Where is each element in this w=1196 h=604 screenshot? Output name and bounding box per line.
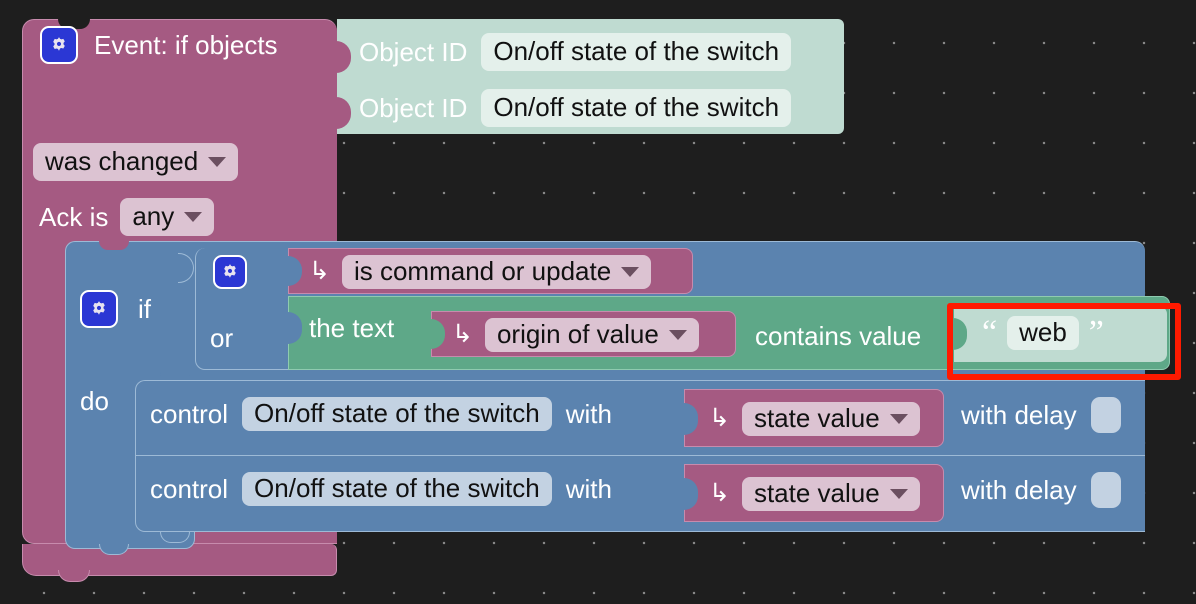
text-literal-field[interactable]: web <box>1007 316 1079 350</box>
object-id-label: Object ID <box>359 36 468 67</box>
with-delay-label: with delay <box>961 475 1077 505</box>
origin-of-value-text: origin of value <box>496 319 659 349</box>
trigger-mode-value: was changed <box>45 146 199 176</box>
with-label: with <box>565 398 612 429</box>
event-block-header[interactable]: Event: if objects <box>40 26 278 64</box>
chevron-down-icon <box>184 211 203 222</box>
chevron-down-icon <box>889 413 908 424</box>
state-value-dropdown[interactable]: state value <box>741 402 920 436</box>
or-label: or <box>210 323 234 353</box>
ack-value: any <box>132 201 175 231</box>
return-arrow-icon: ↳ <box>709 479 730 508</box>
chevron-down-icon <box>668 329 687 340</box>
control-label: control <box>150 473 229 504</box>
quote-open-icon: “ <box>982 313 998 351</box>
action-stack-socket-notch <box>160 372 190 381</box>
object-id-row[interactable]: Object ID On/off state of the switch <box>359 89 792 127</box>
if-label: if <box>138 294 151 324</box>
delay-checkbox[interactable] <box>1090 472 1121 508</box>
event-block-title: Event: if objects <box>94 30 278 60</box>
return-arrow-icon: ↳ <box>309 257 330 286</box>
object-id-field[interactable]: On/off state of the switch <box>481 89 792 127</box>
the-text-label: the text <box>309 313 395 343</box>
action-row[interactable]: control On/off state of the switch with … <box>135 456 1145 532</box>
event-block-bottom-notch <box>58 570 90 582</box>
gear-icon[interactable] <box>40 26 78 64</box>
state-value-text: state value <box>753 403 880 433</box>
ack-dropdown[interactable]: any <box>120 198 215 236</box>
delay-checkbox[interactable] <box>1090 397 1121 433</box>
control-label: control <box>150 398 229 429</box>
state-value-text: state value <box>753 478 880 508</box>
action-row[interactable]: control On/off state of the switch with … <box>135 380 1145 456</box>
contains-value-label: contains value <box>755 321 922 351</box>
return-arrow-icon: ↳ <box>709 404 730 433</box>
gear-icon[interactable] <box>80 290 118 328</box>
if-header[interactable]: if <box>80 290 151 328</box>
ack-row[interactable]: Ack is any <box>39 198 215 236</box>
ack-label: Ack is <box>39 201 109 232</box>
object-id-label: Object ID <box>359 92 468 123</box>
with-delay-label: with delay <box>961 400 1077 430</box>
control-object-field[interactable]: On/off state of the switch <box>242 472 552 506</box>
quote-close-icon: ” <box>1088 313 1104 351</box>
text-literal-block[interactable]: “ web ” <box>953 306 1167 362</box>
gear-icon[interactable] <box>213 255 247 289</box>
event-block-top-notch <box>58 19 90 29</box>
origin-of-value-block[interactable]: ↳ origin of value <box>431 311 736 357</box>
object-id-row[interactable]: Object ID On/off state of the switch <box>359 33 792 71</box>
condition-text-contains[interactable]: the text ↳ origin of value contains valu… <box>288 296 1170 370</box>
object-id-field[interactable]: On/off state of the switch <box>481 33 792 71</box>
origin-of-value-dropdown[interactable]: origin of value <box>484 318 699 352</box>
if-do-block-top-notch <box>99 241 129 250</box>
chevron-down-icon <box>208 156 227 167</box>
trigger-mode-dropdown[interactable]: was changed <box>33 143 239 181</box>
chevron-down-icon <box>889 488 908 499</box>
state-value-dropdown[interactable]: state value <box>741 477 920 511</box>
return-arrow-icon: ↳ <box>452 320 473 349</box>
state-value-block[interactable]: ↳ state value <box>684 464 944 522</box>
condition-value: is command or update <box>353 256 612 286</box>
condition-command-or-update[interactable]: ↳ is command or update <box>288 248 693 294</box>
condition-dropdown[interactable]: is command or update <box>341 255 652 289</box>
chevron-down-icon <box>621 266 640 277</box>
state-value-block[interactable]: ↳ state value <box>684 389 944 447</box>
do-label: do <box>80 386 109 416</box>
with-label: with <box>565 473 612 504</box>
control-object-field[interactable]: On/off state of the switch <box>242 397 552 431</box>
trigger-mode-field[interactable]: was changed <box>33 143 239 181</box>
object-id-block[interactable]: Object ID On/off state of the switch Obj… <box>336 19 844 134</box>
